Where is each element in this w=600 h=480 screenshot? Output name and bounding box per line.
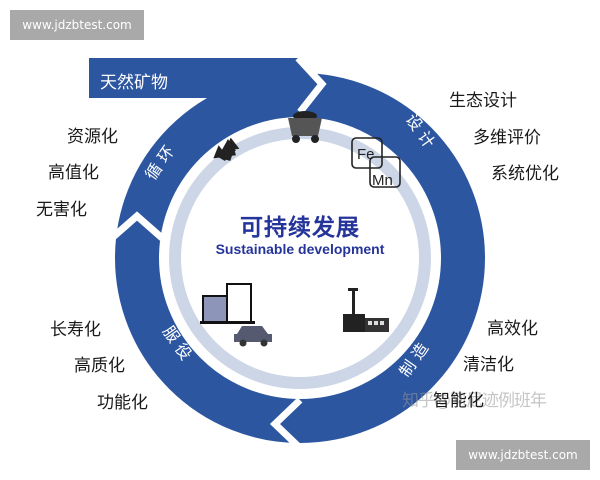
design-item: 生态设计 [449,91,517,111]
cycle-item: 高值化 [48,163,99,183]
overlay-watermark: 知乎@阿尼迹例班年 [402,391,547,411]
design-item: 多维评价 [473,128,541,148]
manufacture-item: 清洁化 [463,355,514,375]
chevron-left [109,211,165,241]
service-item: 功能化 [97,393,148,413]
element-boxes-icon [351,137,401,188]
banner-shape [89,58,318,98]
banner-label: 天然矿物 [100,73,168,93]
manufacture-item: 高效化 [487,319,538,339]
chevron-bottom [269,397,303,451]
watermark-bottom: www.jdzbtest.com [456,440,590,470]
design-item: 系统优化 [491,164,559,184]
watermark-top: www.jdzbtest.com [10,10,144,40]
cycle-item: 无害化 [36,200,87,220]
buildings-icon [200,283,255,324]
factory-icon [343,288,389,332]
center-subtitle: Sustainable development [215,241,385,257]
service-item: 高质化 [74,356,125,376]
service-item: 长寿化 [50,320,101,340]
mn-label: Mn [372,172,393,189]
fe-label: Fe [357,146,375,163]
recycle-icon [213,137,240,161]
mine-cart-icon [288,111,322,143]
manufacture-item: 智能化 [433,391,484,411]
cycle-item: 资源化 [67,127,118,147]
car-icon [234,326,272,347]
chevron-top [295,55,327,115]
inner-ring [169,127,431,389]
center-title: 可持续发展 [240,215,360,241]
